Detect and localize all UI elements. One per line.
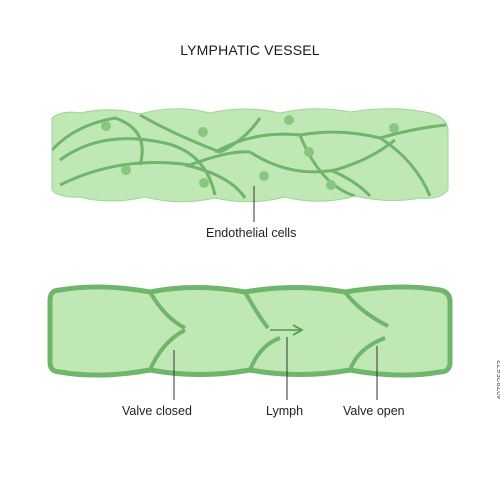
cell-outline-10 xyxy=(329,168,372,198)
valve-closed-lower xyxy=(148,328,186,371)
cell-outline-6 xyxy=(249,138,396,174)
valve-open-label: Valve open xyxy=(343,404,405,418)
valve-closed-upper xyxy=(148,291,186,330)
cell-outline-8 xyxy=(379,136,432,197)
valve-vessel xyxy=(47,284,453,378)
cell-nucleus xyxy=(198,127,208,137)
cell-outline-9 xyxy=(184,163,247,199)
cell-nucleus xyxy=(326,180,336,190)
cell-nucleus xyxy=(121,165,131,175)
endothelial-cells-label: Endothelial cells xyxy=(206,226,297,240)
cell-nucleus xyxy=(199,178,209,188)
lymph-arrow-icon xyxy=(270,324,304,336)
endothelial-vessel xyxy=(50,108,449,203)
cell-nucleus xyxy=(304,147,314,157)
valve-open-upper xyxy=(343,290,389,328)
valve-closed-label: Valve closed xyxy=(122,404,192,418)
stock-id-watermark: 407825673 xyxy=(496,360,500,401)
cell-outline-2 xyxy=(139,113,262,154)
vessel-top-body xyxy=(52,108,448,202)
valve-middle-upper xyxy=(243,291,270,330)
cell-nucleus xyxy=(259,171,269,181)
lymph-label: Lymph xyxy=(266,404,304,418)
cell-nucleus xyxy=(101,121,111,131)
diagram-title: LYMPHATIC VESSEL xyxy=(180,42,320,58)
cell-outline-1 xyxy=(50,116,144,166)
vessel-top-outline xyxy=(51,108,449,203)
cell-outline-7 xyxy=(298,134,356,198)
valve-middle-lower xyxy=(248,336,281,371)
valve-open-lower xyxy=(348,336,386,371)
cell-nucleus xyxy=(389,123,399,133)
cell-outline-5 xyxy=(214,123,447,154)
cell-nucleus xyxy=(284,115,294,125)
cell-outline-4 xyxy=(59,150,251,187)
